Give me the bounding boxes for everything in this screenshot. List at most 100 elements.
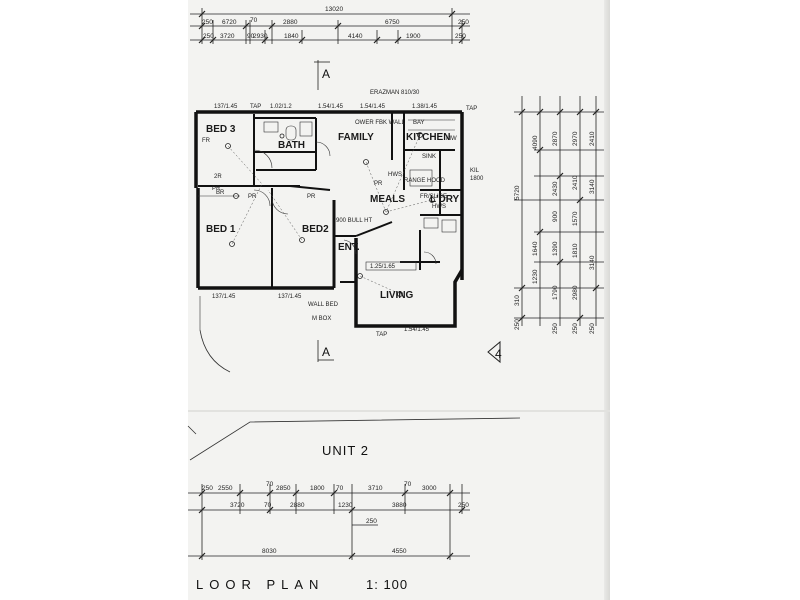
section-line-bottom: A (317, 340, 334, 362)
dim-right-c2-0: 2870 (552, 131, 559, 146)
dim-bottom-r1-1: 70 (266, 481, 274, 488)
top-dimension-lines (190, 8, 470, 44)
note-mw: MW (446, 136, 457, 142)
dim-right-c3-4: 2980 (572, 285, 579, 300)
note-erazman: ERAZMAN 810/30 (370, 90, 420, 96)
bottom-dimension-lines (188, 484, 470, 560)
wiring-dashes (227, 134, 433, 295)
dim-right-c1-1: 4090 (532, 135, 539, 150)
bottom-dimension-ticks (198, 489, 466, 560)
note-mbox: M BOX (312, 316, 331, 322)
north-arrow: 4 (487, 340, 502, 364)
window-note-3: 1.54/1.45 (360, 104, 386, 110)
room-label-bed1: BED 1 (206, 224, 236, 235)
dim-bottom-r3-0: 8030 (262, 548, 277, 555)
dim-top-r2-3: 2930 (253, 33, 268, 40)
dim-bottom-r2-5: 250 (458, 502, 469, 509)
inner-walls (198, 112, 462, 288)
window-note-1: 1.02/1.2 (270, 104, 292, 110)
site-boundary (187, 329, 521, 461)
dim-right-c3-0: 2970 (572, 131, 579, 146)
dim-right-c1-4: 310 (514, 295, 521, 306)
light-fixtures (225, 132, 435, 297)
note-pr-4: PR (374, 181, 383, 187)
dim-right-c2-1: 2430 (552, 181, 559, 196)
note-tap-1: TAP (466, 106, 477, 112)
note-kil: KIL (470, 168, 480, 174)
dim-bottom-r2-4: 3880 (392, 502, 407, 509)
dim-right-c2-2: 900 (552, 211, 559, 222)
note-wall-bed: WALL BED (308, 302, 339, 308)
note-bay: BAY (413, 120, 425, 126)
dim-top-r2-6: 1900 (406, 33, 421, 40)
dim-overall-top: 13020 (325, 6, 343, 13)
note-pr-2: PR (248, 194, 257, 200)
dim-right-c1-5: 250 (514, 319, 521, 330)
dim-right-c3-5: 250 (572, 323, 579, 334)
section-line-top: A (314, 60, 330, 90)
dim-top-r1-5: 250 (458, 19, 469, 26)
dim-bottom-r2-3: 1230 (338, 502, 353, 509)
room-label-family: FAMILY (338, 132, 374, 143)
window-note-2: 1.54/1.45 (318, 104, 344, 110)
section-marker-bottom: A (322, 345, 330, 359)
note-fr: FR (202, 138, 211, 144)
dim-top-r2-7: 250 (455, 33, 466, 40)
right-dimension-lines (514, 96, 604, 326)
window-note-4: 1.38/1.45 (412, 104, 438, 110)
room-label-bed3: BED 3 (206, 124, 236, 135)
dim-bottom-r1-0: 2550 (218, 485, 233, 492)
note-sink: SINK (422, 154, 436, 160)
dim-right-c3-2: 1570 (572, 211, 579, 226)
dim-right-c1-0: 5720 (514, 185, 521, 200)
dim-right-c1-3: 1230 (532, 269, 539, 284)
north-marker-text: 4 (495, 347, 502, 361)
dim-bottom-mid: 250 (366, 518, 377, 525)
dim-bottom-r2-2: 2880 (290, 502, 305, 509)
plan-title: LOOR PLAN (196, 577, 324, 592)
note-tap-3: TAP (376, 332, 387, 338)
unit-title: UNIT 2 (322, 443, 369, 458)
note-pr-1: PR (212, 186, 221, 192)
room-label-meals: MEALS (370, 194, 405, 205)
note-900-bull: 900 BULL HT (336, 218, 372, 224)
plan-scale: 1: 100 (366, 577, 408, 592)
window-note-6: 137/1.45 (278, 294, 302, 300)
outer-walls (194, 110, 464, 328)
room-label-kitchen: KITCHEN (406, 132, 450, 143)
dim-right-c2-3: 1390 (552, 241, 559, 256)
dim-top-r1-2: 70 (250, 17, 258, 24)
dim-top-r1-3: 2880 (283, 19, 298, 26)
note-fr-slice: FR/SLICE (420, 194, 447, 200)
note-hws-2: HWS (432, 204, 446, 210)
room-label-ldry: L'DRY (430, 194, 460, 205)
room-label-ent: ENT. (338, 242, 360, 253)
window-note-7: 1.54/1.45 (404, 327, 430, 333)
note-2r: 2R (214, 174, 222, 180)
dim-top-r2-1: 3720 (220, 33, 235, 40)
dim-bottom-r2-0: 3720 (230, 502, 245, 509)
sheet-edge-shadow (604, 0, 610, 600)
note-br: BR (216, 190, 225, 196)
dim-bottom-r1-4: 70 (336, 485, 344, 492)
dim-bottom-r3-1: 4550 (392, 548, 407, 555)
dim-top-r1-4: 6750 (385, 19, 400, 26)
note-ower-wall: OWER FBK WALL (355, 120, 405, 126)
dim-top-r1-0: 250 (202, 19, 213, 26)
right-dimension-ticks (518, 108, 600, 322)
dim-right-c2-4: 1790 (552, 285, 559, 300)
dim-top-r1-1: 6720 (222, 19, 237, 26)
dim-bottom-r1-pre: 250 (202, 485, 213, 492)
dim-right-c1-2: 1640 (532, 241, 539, 256)
dim-top-r2-5: 4140 (348, 33, 363, 40)
dim-right-c4-3: 250 (589, 323, 596, 334)
dim-bottom-r1-5: 3710 (368, 485, 383, 492)
top-dimension-ticks (198, 10, 466, 44)
dim-right-c2-5: 250 (552, 323, 559, 334)
dim-right-c4-1: 3140 (589, 179, 596, 194)
window-note-0: 137/1.45 (214, 104, 238, 110)
dim-right-c3-3: 1810 (572, 243, 579, 258)
dim-bottom-r1-2: 2850 (276, 485, 291, 492)
dim-top-r2-2: 90 (247, 33, 255, 40)
dim-right-c4-2: 3140 (589, 255, 596, 270)
